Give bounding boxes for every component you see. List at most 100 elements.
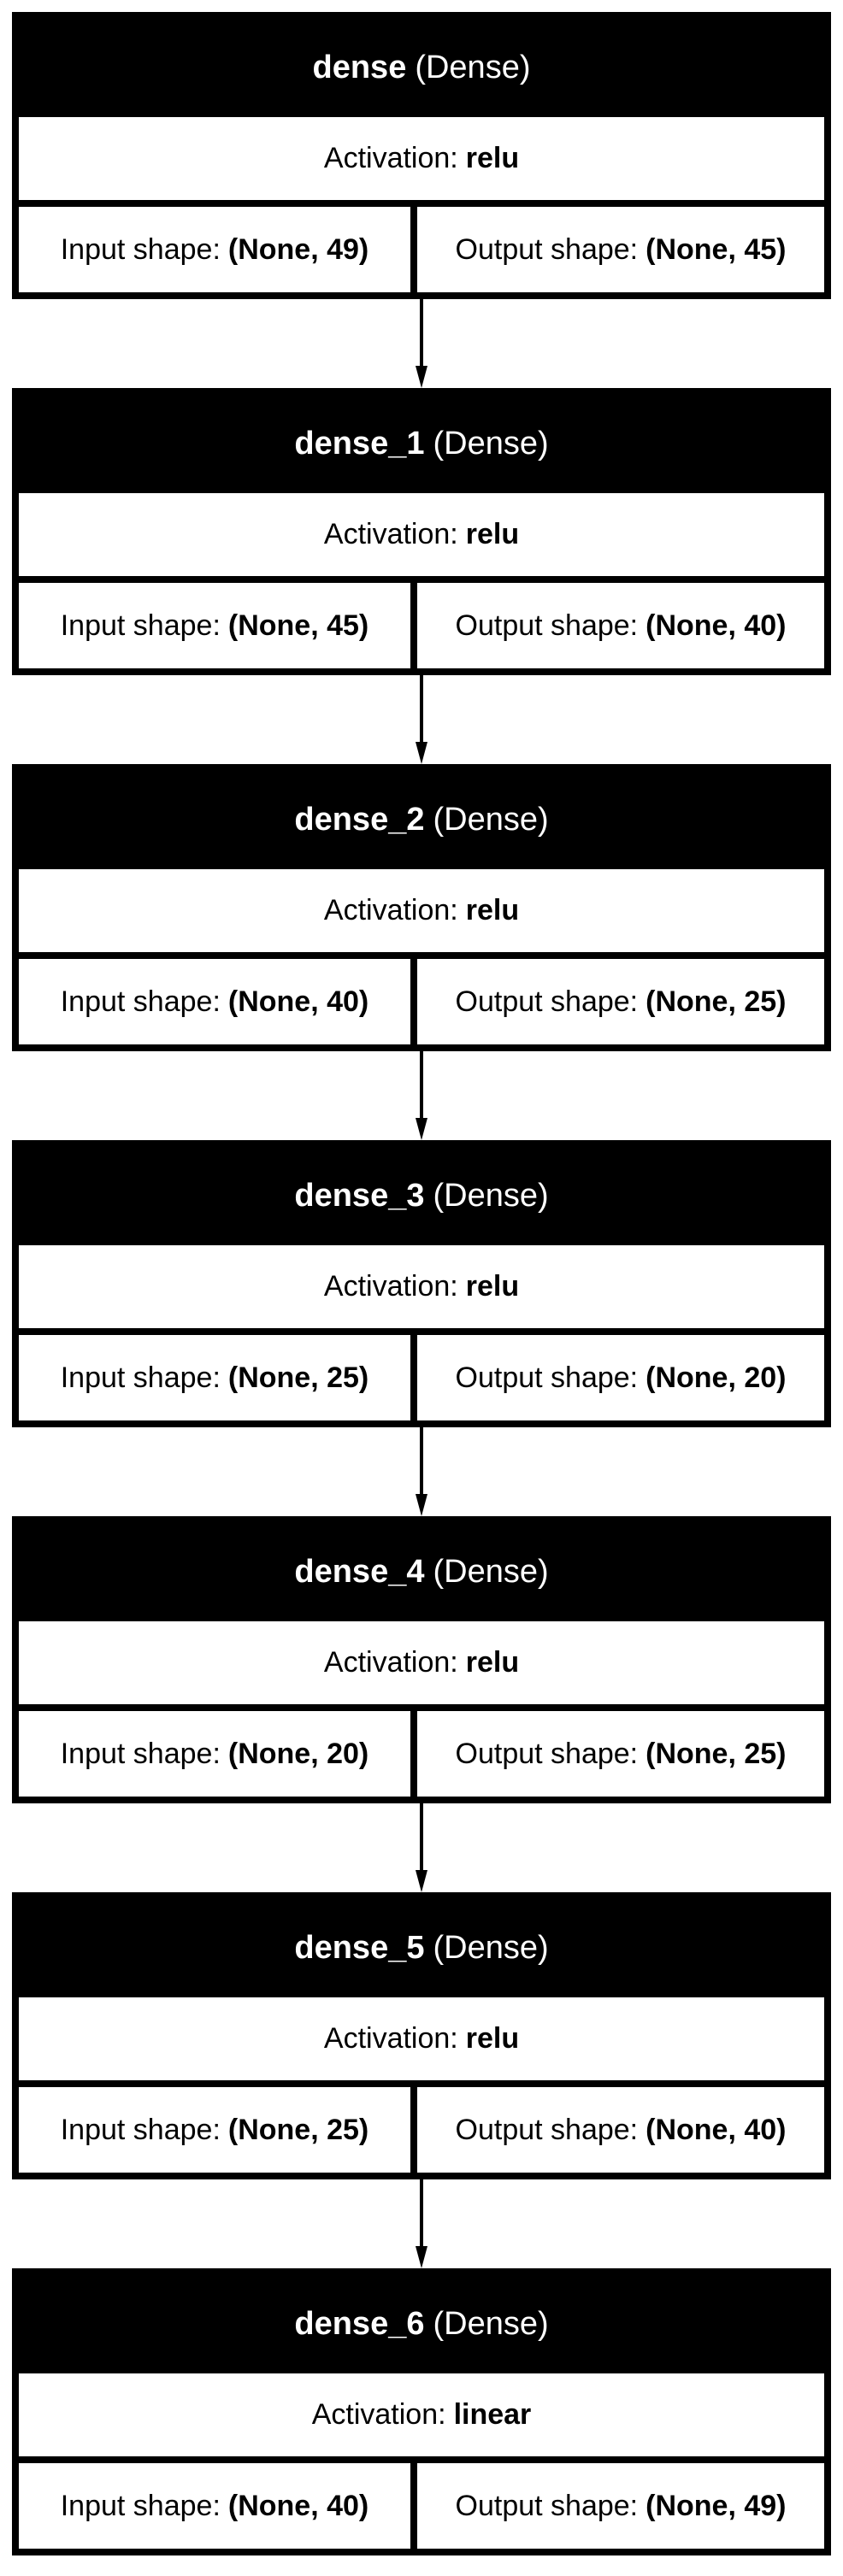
output-shape-cell: Output shape:(None, 45) (417, 207, 824, 292)
output-shape-cell: Output shape:(None, 20) (417, 1335, 824, 1420)
activation-value: relu (465, 518, 520, 550)
activation-label: Activation: (323, 1646, 458, 1679)
arrow-connector (416, 1051, 427, 1140)
output-shape-value: (None, 25) (646, 985, 787, 1018)
input-shape-value: (None, 40) (227, 985, 369, 1018)
arrow-connector (416, 299, 427, 388)
arrow-connector (416, 1803, 427, 1892)
shapes-row: Input shape:(None, 25) Output shape:(Non… (19, 1335, 824, 1420)
shapes-row: Input shape:(None, 40) Output shape:(Non… (19, 2463, 824, 2549)
shapes-row: Input shape:(None, 45) Output shape:(Non… (19, 583, 824, 668)
output-shape-label: Output shape: (455, 232, 639, 266)
output-shape-value: (None, 25) (646, 1737, 787, 1770)
layer-header: dense_5(Dense) (19, 1899, 824, 1997)
layer-type: (Dense) (415, 50, 531, 85)
activation-row: Activation:relu (19, 493, 824, 576)
input-shape-cell: Input shape:(None, 25) (19, 1335, 410, 1420)
layer-type: (Dense) (433, 1178, 549, 1214)
layer-header: dense_3(Dense) (19, 1147, 824, 1245)
output-shape-label: Output shape: (455, 985, 639, 1018)
layer-name: dense_2 (294, 802, 425, 838)
layer-type: (Dense) (433, 426, 549, 462)
input-shape-cell: Input shape:(None, 49) (19, 207, 410, 292)
input-shape-value: (None, 40) (227, 2489, 369, 2522)
layer-header: dense_1(Dense) (19, 395, 824, 493)
activation-label: Activation: (323, 1270, 458, 1303)
input-shape-label: Input shape: (60, 1737, 221, 1770)
activation-row: Activation:relu (19, 1245, 824, 1328)
layer-box-dense-3: dense_3(Dense) Activation:relu Input sha… (12, 1140, 831, 1427)
activation-label: Activation: (323, 518, 458, 550)
output-shape-value: (None, 45) (646, 232, 787, 266)
output-shape-cell: Output shape:(None, 40) (417, 583, 824, 668)
layer-type: (Dense) (433, 1554, 549, 1590)
activation-value: relu (465, 1646, 520, 1679)
output-shape-label: Output shape: (455, 609, 639, 642)
output-shape-value: (None, 40) (646, 2113, 787, 2146)
layer-header: dense_2(Dense) (19, 771, 824, 869)
layer-name: dense_6 (294, 2306, 425, 2342)
input-shape-value: (None, 49) (227, 232, 369, 266)
layer-box-dense: dense(Dense) Activation:relu Input shape… (12, 12, 831, 299)
input-shape-cell: Input shape:(None, 45) (19, 583, 410, 668)
shapes-row: Input shape:(None, 40) Output shape:(Non… (19, 959, 824, 1044)
activation-row: Activation:relu (19, 1621, 824, 1704)
output-shape-label: Output shape: (455, 1737, 639, 1770)
output-shape-value: (None, 40) (646, 609, 787, 642)
shapes-row: Input shape:(None, 25) Output shape:(Non… (19, 2087, 824, 2173)
activation-row: Activation:linear (19, 2373, 824, 2456)
layer-name: dense_5 (294, 1930, 425, 1966)
input-shape-cell: Input shape:(None, 20) (19, 1711, 410, 1797)
activation-row: Activation:relu (19, 117, 824, 200)
output-shape-cell: Output shape:(None, 25) (417, 1711, 824, 1797)
input-shape-label: Input shape: (60, 1361, 221, 1394)
activation-label: Activation: (323, 2022, 458, 2055)
output-shape-cell: Output shape:(None, 25) (417, 959, 824, 1044)
activation-label: Activation: (311, 2398, 446, 2431)
layer-name: dense (312, 50, 407, 85)
output-shape-cell: Output shape:(None, 40) (417, 2087, 824, 2173)
activation-row: Activation:relu (19, 869, 824, 952)
layer-box-dense-4: dense_4(Dense) Activation:relu Input sha… (12, 1516, 831, 1803)
input-shape-label: Input shape: (60, 2113, 221, 2146)
activation-value: relu (465, 2022, 520, 2055)
layer-box-dense-6: dense_6(Dense) Activation:linear Input s… (12, 2268, 831, 2555)
shapes-row: Input shape:(None, 49) Output shape:(Non… (19, 207, 824, 292)
output-shape-label: Output shape: (455, 2489, 639, 2522)
activation-value: relu (465, 142, 520, 174)
input-shape-cell: Input shape:(None, 25) (19, 2087, 410, 2173)
layer-box-dense-5: dense_5(Dense) Activation:relu Input sha… (12, 1892, 831, 2179)
layer-type: (Dense) (433, 802, 549, 838)
layer-name: dense_1 (294, 426, 425, 462)
input-shape-label: Input shape: (60, 232, 221, 266)
layer-header: dense_4(Dense) (19, 1523, 824, 1621)
layer-header: dense_6(Dense) (19, 2275, 824, 2373)
output-shape-cell: Output shape:(None, 49) (417, 2463, 824, 2549)
layer-type: (Dense) (433, 1930, 549, 1966)
input-shape-value: (None, 25) (227, 1361, 369, 1394)
activation-value: relu (465, 894, 520, 926)
input-shape-label: Input shape: (60, 609, 221, 642)
output-shape-value: (None, 20) (646, 1361, 787, 1394)
layer-name: dense_4 (294, 1554, 425, 1590)
layer-header: dense(Dense) (19, 19, 824, 117)
arrow-connector (416, 1427, 427, 1516)
output-shape-label: Output shape: (455, 1361, 639, 1394)
input-shape-label: Input shape: (60, 985, 221, 1018)
output-shape-value: (None, 49) (646, 2489, 787, 2522)
shapes-row: Input shape:(None, 20) Output shape:(Non… (19, 1711, 824, 1797)
layer-name: dense_3 (294, 1178, 425, 1214)
arrow-connector (416, 2179, 427, 2268)
input-shape-value: (None, 25) (227, 2113, 369, 2146)
output-shape-label: Output shape: (455, 2113, 639, 2146)
input-shape-value: (None, 20) (227, 1737, 369, 1770)
input-shape-cell: Input shape:(None, 40) (19, 2463, 410, 2549)
activation-value: linear (453, 2398, 532, 2431)
layer-box-dense-1: dense_1(Dense) Activation:relu Input sha… (12, 388, 831, 675)
layer-type: (Dense) (433, 2306, 549, 2342)
activation-label: Activation: (323, 894, 458, 926)
activation-value: relu (465, 1270, 520, 1303)
input-shape-cell: Input shape:(None, 40) (19, 959, 410, 1044)
input-shape-value: (None, 45) (227, 609, 369, 642)
